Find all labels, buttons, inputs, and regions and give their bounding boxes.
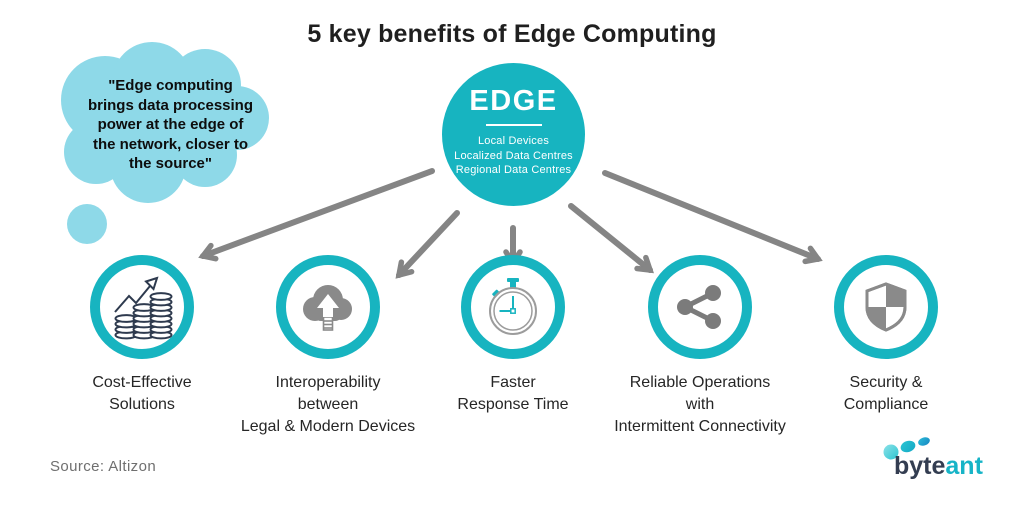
benefit-circle: [276, 255, 380, 359]
logo-ant-text: ant: [945, 452, 983, 480]
logo-dots-icon: [883, 437, 930, 460]
benefit-circle: [834, 255, 938, 359]
page-title: 5 key benefits of Edge Computing: [307, 20, 717, 48]
edge-node-sublines: Local Devices Localized Data Centres Reg…: [454, 135, 573, 176]
arrow-to-benefit-2: [395, 210, 460, 279]
benefit-circle: [648, 255, 752, 359]
quote-text: "Edge computing brings data processing p…: [87, 77, 254, 172]
thought-cloud: [61, 42, 269, 244]
benefit-label: Security & Compliance: [843, 374, 929, 413]
benefit-interoperability: Interoperability between Legal & Modern …: [218, 255, 438, 438]
logo-byte-text: byte: [894, 452, 946, 480]
arrow-to-benefit-5: [602, 170, 823, 265]
benefit-label: Cost-Effective Solutions: [92, 374, 192, 413]
shield-icon: [865, 282, 907, 332]
stopwatch-icon: [489, 278, 537, 335]
logo-wordmark: byteant: [894, 452, 983, 481]
benefit-label: Reliable Operations with Intermittent Co…: [614, 374, 786, 435]
thought-tail-bubble: [67, 204, 107, 244]
edge-node: EDGE Local Devices Localized Data Centre…: [442, 63, 585, 206]
source-caption: Source: Altizon: [50, 458, 157, 475]
benefit-circle: [90, 255, 194, 359]
arrow-to-benefit-1: [198, 168, 435, 262]
share-network-icon: [677, 285, 721, 329]
edge-divider: [485, 124, 542, 126]
arrow-to-benefit-4: [568, 203, 654, 274]
edge-node-title: EDGE: [469, 85, 558, 117]
coins-growth-icon: [114, 276, 173, 340]
benefit-security: Security & Compliance: [776, 255, 996, 416]
benefit-label: Faster Response Time: [457, 374, 569, 413]
benefit-cost-effective: Cost-Effective Solutions: [32, 255, 252, 416]
benefit-label: Interoperability between Legal & Modern …: [240, 374, 416, 435]
benefit-circle: [461, 255, 565, 359]
cloud-upload-icon: [303, 285, 352, 331]
byteant-logo: byteant: [880, 436, 1010, 488]
benefit-reliable-operations: Reliable Operations with Intermittent Co…: [590, 255, 810, 438]
benefit-faster-response: Faster Response Time: [403, 255, 623, 416]
